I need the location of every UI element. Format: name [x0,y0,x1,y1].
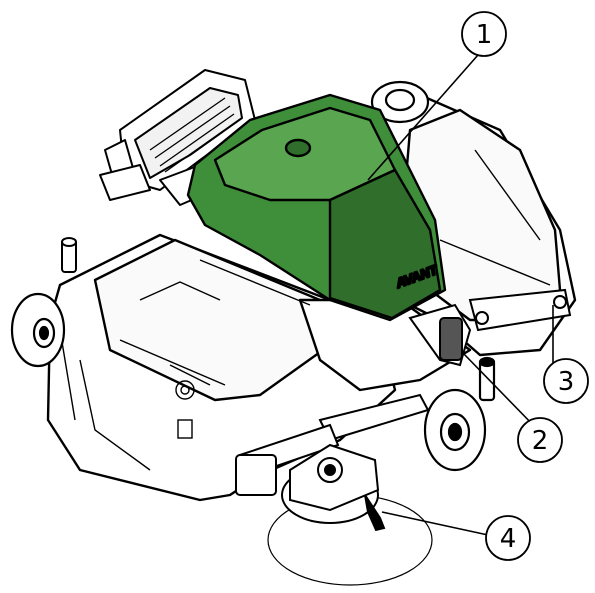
front-post [61,237,77,273]
svg-text:3: 3 [558,367,575,397]
callout-4: 4 [485,515,531,561]
side-brush [267,443,433,586]
deck-details [59,149,551,471]
callout-3: 3 [543,358,589,404]
svg-text:1: 1 [476,20,493,50]
svg-text:2: 2 [532,426,549,456]
side-link-bar [468,288,572,332]
callout-1: 1 [461,11,507,57]
lift-cylinder [408,303,472,367]
brush-arm [235,393,430,496]
hood: AVANT [186,93,447,322]
left-front-wheel [10,292,66,368]
callout-leaders [367,54,554,536]
rear-roller-frame [99,69,256,206]
svg-text:4: 4 [500,524,517,554]
right-rear-wheel [370,80,430,124]
callout-2: 2 [517,417,563,463]
hood-cap-icon [284,138,312,158]
front-caster-wheel [423,356,496,472]
